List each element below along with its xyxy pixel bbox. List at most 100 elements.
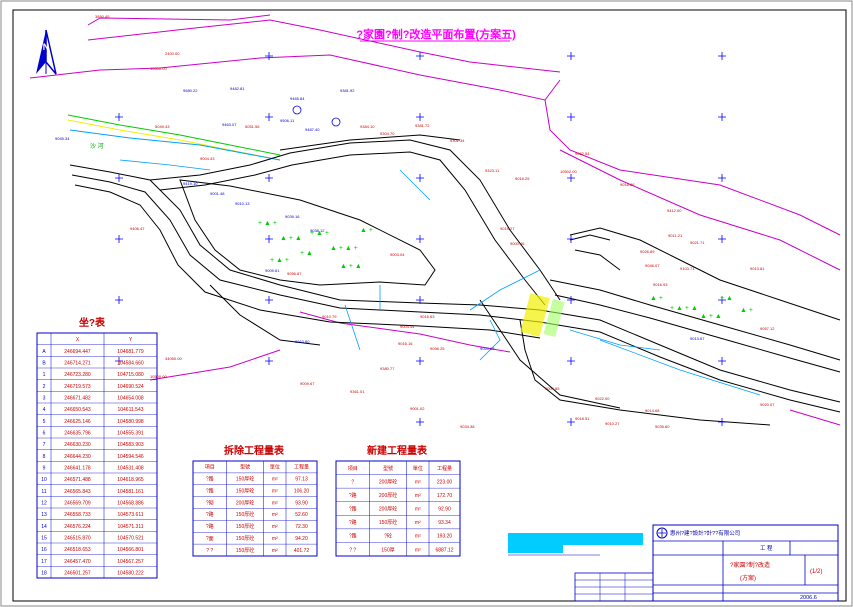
svg-text:▲ +: ▲ +: [740, 307, 753, 314]
coord-cell: 246515.870: [64, 536, 91, 542]
demolish-table-title: 拆除工程量表: [224, 444, 285, 457]
qty-cell: ?路: [206, 487, 214, 494]
svg-text:9361.01: 9361.01: [350, 389, 365, 394]
qty-cell: 單位: [270, 464, 280, 471]
north-label: N: [43, 42, 50, 52]
qty-cell: 200厚砼: [379, 492, 397, 499]
coord-cell: 246565.843: [64, 489, 91, 495]
svg-text:9323.11: 9323.11: [485, 168, 500, 173]
svg-text:+ ▲ +: + ▲ +: [258, 220, 277, 227]
svg-text:9009.61: 9009.61: [265, 268, 280, 273]
qty-cell: 150厚: [381, 547, 394, 553]
coord-table-title: 坐?表: [79, 316, 106, 329]
elevation-annotations: 3850.45 2400.00 10500.00 9580.22 9482.81…: [55, 14, 775, 429]
qty-cell: 200厚砼: [379, 478, 397, 485]
svg-text:9381.92: 9381.92: [340, 88, 355, 93]
qty-cell: 項目: [348, 466, 358, 472]
qty-cell: 150厚砼: [236, 535, 254, 542]
svg-text:9034.38: 9034.38: [460, 424, 475, 429]
qty-cell: m²: [272, 548, 278, 554]
coord-cell: 246576.224: [64, 524, 91, 530]
lower-road-curve: [479, 299, 621, 409]
svg-text:9016.25: 9016.25: [515, 176, 530, 181]
svg-text:9465.84: 9465.84: [290, 96, 305, 101]
svg-text:9016.63: 9016.63: [420, 314, 435, 319]
svg-text:9384.10: 9384.10: [360, 124, 375, 129]
qty-cell: 223.00: [437, 479, 453, 485]
svg-text:9046.07: 9046.07: [645, 263, 660, 268]
svg-text:2400.00: 2400.00: [165, 51, 180, 56]
qty-cell: m²: [415, 507, 421, 513]
svg-text:▲ + ▲ +: ▲ + ▲ +: [330, 245, 358, 252]
coord-cell: 246719.573: [64, 384, 91, 390]
svg-text:9010.13: 9010.13: [235, 201, 250, 206]
coord-cell: 104580.998: [117, 419, 144, 425]
coord-cell: Y: [129, 337, 133, 343]
svg-text:9412.00: 9412.00: [667, 208, 682, 213]
qty-cell: 93.90: [295, 500, 308, 506]
svg-text:▲ + ▲: ▲ + ▲: [340, 263, 362, 270]
coord-cell: 104573.611: [117, 512, 143, 518]
svg-text:9001.02: 9001.02: [410, 406, 425, 411]
svg-text:3850.45: 3850.45: [95, 14, 110, 19]
svg-text:+ ▲: + ▲: [720, 295, 733, 302]
drawing-date: 2006.6: [800, 595, 817, 601]
qty-cell: ?路: [349, 506, 357, 513]
qty-cell: ?面: [206, 536, 214, 542]
coord-cell: 104570.521: [117, 536, 144, 542]
coord-cell: 104580.222: [117, 571, 144, 577]
svg-text:9010.79: 9010.79: [322, 314, 337, 319]
qty-cell: 93.34: [438, 520, 451, 526]
svg-text:+ ▲ +: + ▲ +: [270, 257, 289, 264]
qty-cell: 工程量: [437, 465, 452, 472]
qty-cell: m²: [415, 534, 421, 540]
qty-cell: 401.72: [294, 548, 310, 554]
svg-text:9580.22: 9580.22: [183, 88, 198, 93]
coord-cell: 246694.447: [64, 349, 91, 355]
coord-cell: 246625.146: [64, 419, 91, 425]
coord-cell: 104555.391: [117, 431, 144, 437]
crossing-green: [543, 299, 565, 337]
qty-cell: m²: [415, 479, 421, 485]
qty-cell: m²: [272, 477, 278, 483]
svg-text:9018.51: 9018.51: [575, 416, 590, 421]
drawing-title: ?家園?制?改造平面布置(方案五): [356, 27, 516, 41]
coord-cell: 104568.886: [117, 501, 144, 507]
qty-cell: 193.20: [437, 534, 453, 540]
coord-cell: 104531.408: [117, 466, 144, 472]
coord-cell: X: [76, 337, 80, 343]
coord-cell: A: [42, 349, 46, 355]
svg-text:9004.43: 9004.43: [200, 156, 215, 161]
qty-cell: m²: [272, 512, 278, 518]
qty-cell: 150厚砼: [236, 523, 254, 530]
coord-cell: 18: [41, 571, 47, 577]
qty-cell: 型號: [240, 464, 250, 471]
coord-cell: 246569.709: [64, 501, 91, 507]
coord-cell: 2: [43, 384, 46, 390]
svg-text:9045.34: 9045.34: [55, 136, 70, 141]
qty-cell: m²: [272, 524, 278, 530]
coord-cell: 12: [41, 501, 47, 507]
svg-text:9039.16: 9039.16: [285, 214, 300, 219]
coord-cell: 104618.965: [117, 477, 144, 483]
coord-cell: 3: [43, 396, 46, 402]
svg-text:10502.00: 10502.00: [560, 169, 577, 174]
qty-cell: ?砼: [384, 533, 392, 540]
node-circle-icon: [292, 105, 341, 127]
svg-text:+ ▲ + ▲: + ▲ + ▲: [670, 305, 698, 312]
svg-text:9482.81: 9482.81: [230, 86, 245, 91]
qty-cell: ?路: [206, 511, 214, 518]
qty-cell: 200厚砼: [236, 499, 254, 506]
svg-text:9103.71: 9103.71: [680, 266, 695, 271]
svg-text:9021.71: 9021.71: [690, 240, 705, 245]
qty-cell: 150厚砼: [236, 547, 254, 554]
svg-text:9020.63: 9020.63: [480, 346, 495, 351]
newbuild-table-title: 新建工程量表: [367, 444, 428, 457]
qty-cell: 72.30: [295, 524, 308, 530]
coord-cell: 104715.080: [117, 372, 144, 378]
qty-cell: m²: [272, 488, 278, 494]
svg-text:9035.60: 9035.60: [655, 424, 670, 429]
title-block: 惠州?建?設計?計??有限公司 工 程 ?家園?制?改造 (1/2) (方案) …: [508, 524, 839, 602]
